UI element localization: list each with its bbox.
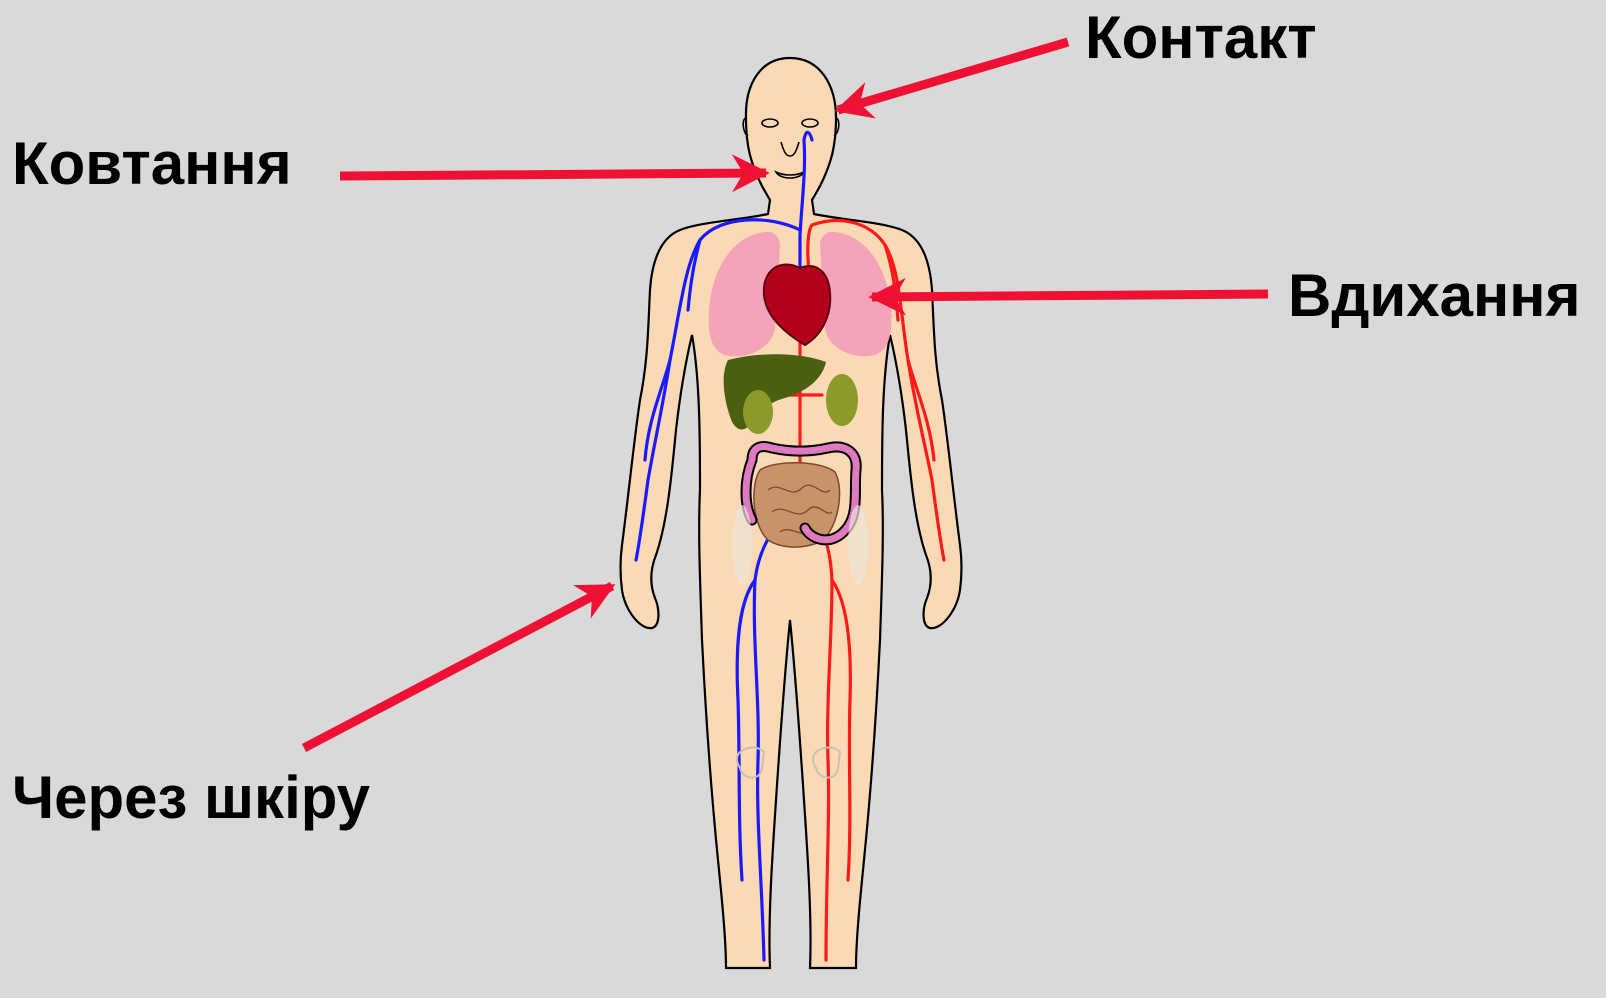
label-through-skin: Через шкіру (12, 768, 370, 828)
arrow-skin (304, 586, 612, 748)
arrow-swallowing (340, 173, 766, 176)
label-contact: Контакт (1085, 8, 1317, 68)
arrow-contact (838, 42, 1068, 110)
label-swallowing: Ковтання (12, 134, 292, 194)
human-body-figure (621, 58, 962, 968)
right-kidney (826, 374, 858, 426)
left-kidney (743, 390, 773, 434)
label-breathing: Вдихання (1288, 266, 1581, 326)
arrow-breathing (872, 294, 1268, 297)
